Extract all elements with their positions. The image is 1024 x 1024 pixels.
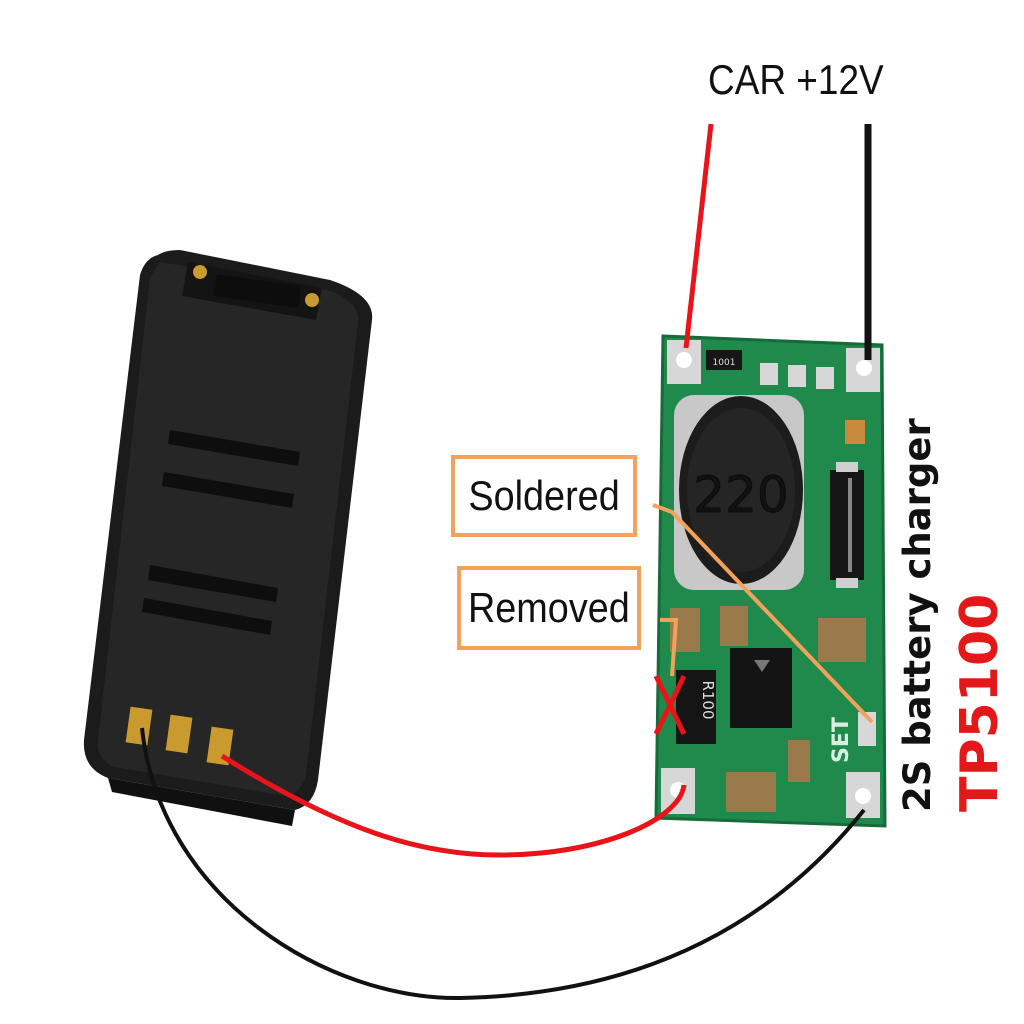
removed-leader-line [660,618,679,677]
soldered-leader-line [652,503,874,724]
resistor-r100-marking: R100 [699,680,717,719]
radio-battery-pack [83,250,373,826]
battery-terminal-middle [165,714,193,754]
resistor-top-marking: 1001 [713,358,736,368]
battery-terminal-positive [206,726,234,766]
tp5100-charger-board: 1001 220 R100 SET [653,334,887,828]
removed-text: Removed [468,584,630,631]
soldered-text: Soldered [468,472,620,519]
set-pad-marking: SET [829,717,854,763]
charger-model-label: TP5100 [950,593,1010,812]
battery-terminal-negative [125,706,153,746]
battery-positive-wire [220,753,687,858]
removed-callout: Removed [457,566,641,650]
soldered-callout: Soldered [451,455,637,537]
inductor-marking: 220 [693,466,788,524]
battery-negative-wire [140,727,866,1001]
car-12v-label: CAR +12V [708,56,884,103]
car-positive-wire [683,123,714,349]
battery-top-contact-left [193,265,207,279]
charger-description-label: 2S battery charger [896,418,939,812]
battery-top-contact-right [305,293,319,307]
